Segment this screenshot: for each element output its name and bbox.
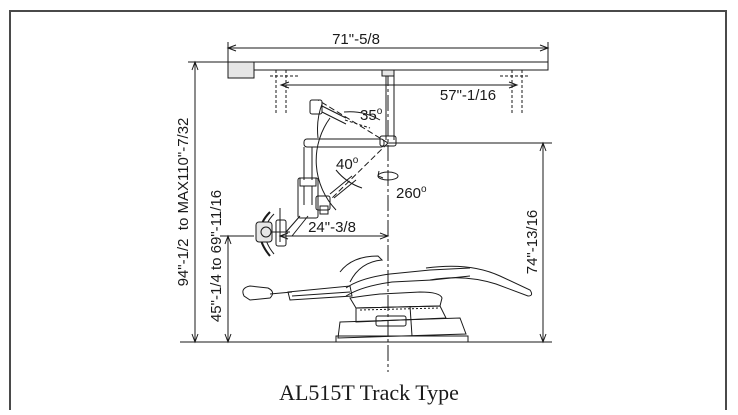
lower-arm [285, 142, 389, 237]
horizontal-arm [299, 138, 385, 187]
rail-width-dimension [226, 42, 550, 62]
rail-width-label: 71"-5/8 [332, 31, 380, 48]
mount-span-dimension [279, 81, 519, 89]
light-height-label: 74"-13/16 [524, 210, 541, 275]
arm-angle-label: 35o [360, 106, 383, 124]
upper-arm-position [309, 99, 389, 144]
light-range-dimension [220, 234, 254, 344]
diagram-caption: AL515T Track Type [279, 380, 459, 405]
suspension-column [379, 69, 397, 147]
operating-light-head [255, 211, 290, 257]
angle-arc-35 [343, 111, 381, 121]
mount-span-label: 57"-1/16 [440, 87, 496, 104]
head-angle-label: 40o [336, 155, 359, 173]
dental-chair [242, 255, 533, 343]
light-range-label: 45"-1/4 to 69"-11/16 [208, 190, 225, 322]
ceiling-mounts [270, 70, 530, 115]
angle-arc-40 [335, 169, 363, 189]
swing-arc [315, 117, 337, 211]
reach-dimension [278, 208, 390, 242]
rotation-label: 260o [396, 184, 427, 202]
diagram-frame [9, 10, 727, 410]
reach-label: 24"-3/8 [308, 219, 356, 236]
ceiling-height-label: 94"-1/2 to MAX110"-7/32 [175, 118, 192, 287]
rotation-symbol [377, 170, 399, 181]
